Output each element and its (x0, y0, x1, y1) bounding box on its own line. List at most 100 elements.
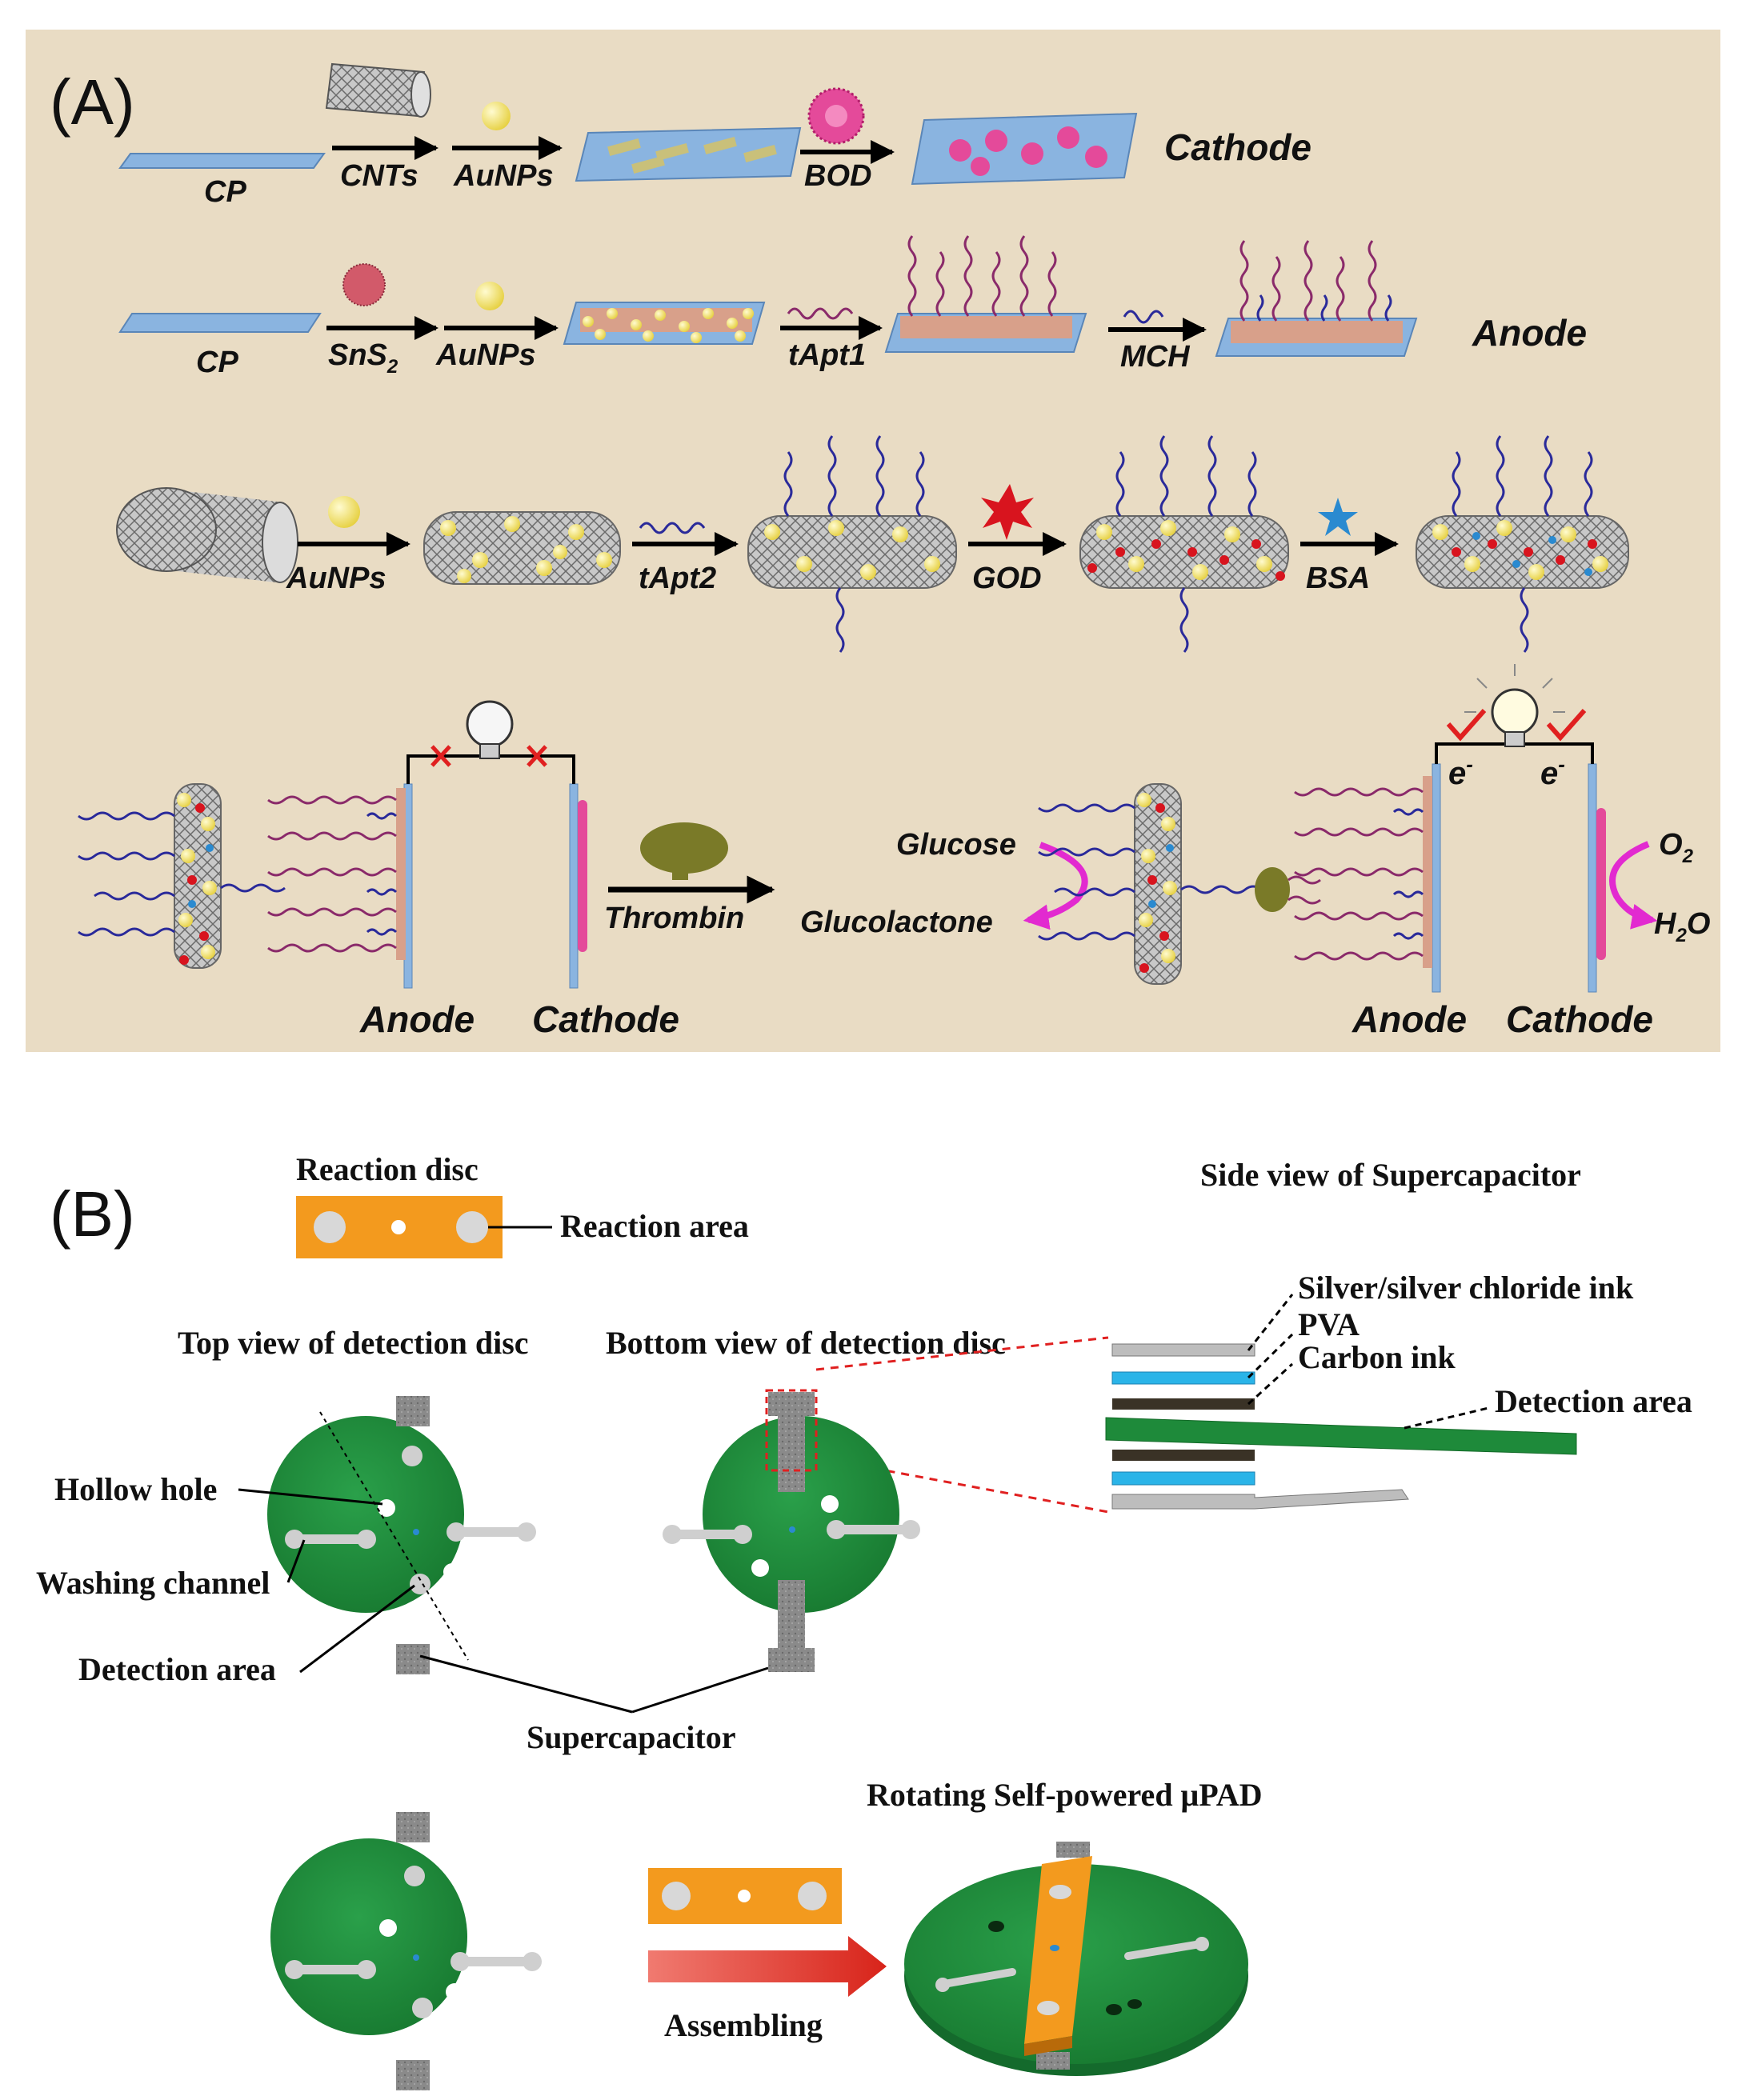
panel-b-label: (B) (50, 1178, 135, 1250)
cross-mark-icon (430, 745, 547, 767)
pva-layer-top (1111, 1371, 1255, 1385)
bottom-view-disc (663, 1389, 920, 1672)
bound-thrombin (1255, 867, 1321, 912)
step-god-label: GOD (972, 562, 1042, 595)
cathode-bar-right (1588, 763, 1597, 993)
cnt-clusters (607, 137, 777, 174)
anode-aptamers-right (1294, 787, 1424, 961)
disc-before-assembly (270, 1812, 542, 2090)
carbon-layer-bottom (1112, 1450, 1255, 1461)
anode-label-left: Anode (359, 998, 475, 1040)
hollow-hole-b2 (751, 1559, 769, 1577)
electron-label-right: e- (1540, 752, 1565, 791)
thrombin-label: Thrombin (604, 902, 744, 935)
row-4-detection: Anode Cathode Thrombin Glucose Glucolact… (78, 664, 1710, 1040)
supercap-pad-bottom (396, 1644, 430, 1674)
supercap-pad-top (396, 1396, 430, 1426)
step-sns2-label: SnS2 (328, 338, 398, 378)
supercapacitor-label: Supercapacitor (527, 1719, 735, 1755)
reaction-area-label: Reaction area (560, 1208, 749, 1244)
silver-layer-bottom (1111, 1489, 1409, 1510)
glucolactone-label: Glucolactone (800, 906, 993, 939)
top-view-disc (267, 1396, 536, 1674)
row-1-cathode-fabrication: CP CNTs AuNPs BOD (118, 62, 1311, 209)
panel-a: (A) CP CNTs AuNPs (26, 30, 1720, 1052)
cp-electrode (118, 153, 326, 169)
reaction-disc-small (648, 1868, 842, 1924)
sns2-sphere-icon (342, 263, 386, 306)
bod-enzyme-icon (807, 87, 865, 145)
panel-a-label: (A) (50, 66, 135, 138)
gold-nanoparticle-3 (328, 496, 360, 528)
cathode-enzymes-left (578, 800, 587, 952)
step-bod-label: BOD (804, 159, 871, 193)
cut-line (319, 1411, 469, 1661)
carbon-layer-top (1112, 1398, 1255, 1410)
assembled-title: Rotating Self-powered μPAD (867, 1777, 1262, 1813)
anode-aptamers-left (267, 795, 398, 953)
mch-strands-anode (1256, 294, 1392, 322)
cnt-tube (116, 487, 298, 583)
cnt-with-god (1079, 435, 1289, 653)
bulb-off-icon (466, 700, 514, 759)
step-tapt1-label: tApt1 (788, 338, 866, 372)
layer-leaders (1247, 1294, 1489, 1430)
assembled-device (904, 1842, 1248, 2076)
tapt2-icon (639, 522, 706, 534)
supercapacitor-side-view (1105, 1343, 1577, 1510)
reaction-disc (296, 1196, 503, 1258)
step-bsa-label: BSA (1306, 562, 1370, 595)
step-aunps-label: AuNPs (453, 159, 554, 193)
step-aunps-label-3: AuNPs (286, 562, 386, 595)
detection-spot (410, 1574, 430, 1594)
bod-on-cathode (949, 126, 1107, 176)
cnt-with-aptamer (747, 435, 957, 653)
silver-ink-label: Silver/silver chloride ink (1298, 1270, 1634, 1306)
aptamer-strands-anode (1239, 240, 1377, 322)
o2-label: O2 (1659, 828, 1694, 867)
thrombin-icon (640, 822, 728, 880)
washing-channel-label: Washing channel (36, 1565, 270, 1601)
panel-b: (B) Reaction disc Reaction area Side vie… (36, 1151, 1692, 2090)
gold-nanoparticle (482, 102, 511, 130)
glucose-conversion-arrow (1023, 842, 1088, 930)
anode-bar-right (1432, 763, 1441, 993)
cathode-result-label: Cathode (1164, 126, 1311, 168)
cnt-with-aunps (423, 511, 621, 585)
carbon-ink-label: Carbon ink (1298, 1339, 1456, 1375)
row-2-anode-fabrication: CP SnS2 AuNPs tApt1 (118, 235, 1587, 379)
pva-layer-bottom (1111, 1471, 1255, 1486)
anode-particles-right (1423, 776, 1432, 968)
cathode-label-right: Cathode (1506, 998, 1653, 1040)
cp-label-2: CP (196, 346, 238, 379)
paper-substrate (1105, 1417, 1577, 1455)
probe-right (1038, 783, 1262, 985)
detection-area-side-label: Detection area (1495, 1383, 1692, 1419)
particles-layer (580, 308, 754, 343)
center-dot (413, 1529, 419, 1535)
complete-probe (1416, 435, 1629, 653)
cathode-label-left: Cathode (532, 998, 679, 1040)
anode-result-label: Anode (1472, 312, 1587, 354)
assembling-arrow (648, 1936, 887, 1997)
side-view-title: Side view of Supercapacitor (1200, 1157, 1581, 1193)
detection-area-label: Detection area (78, 1651, 276, 1687)
anode-particles-left (396, 788, 406, 960)
hollow-hole-label: Hollow hole (54, 1471, 217, 1507)
reaction-disc-title: Reaction disc (296, 1151, 479, 1187)
step-tapt2-label: tApt2 (639, 562, 716, 595)
cp-label: CP (204, 175, 246, 209)
silver-layer-top (1111, 1343, 1255, 1357)
pva-label: PVA (1298, 1306, 1360, 1342)
aptamer-strands-row2 (907, 235, 1057, 317)
bottom-view-title: Bottom view of detection disc (606, 1325, 1006, 1361)
reaction-spot-top (402, 1446, 422, 1466)
step-mch-label: MCH (1120, 340, 1191, 374)
hollow-hole-b1 (821, 1495, 839, 1513)
step-cnts-label: CNTs (340, 159, 418, 193)
top-view-title: Top view of detection disc (178, 1325, 529, 1361)
probe-left (78, 783, 286, 969)
hollow-hole-2 (443, 1563, 461, 1581)
anode-label-right: Anode (1352, 998, 1467, 1040)
